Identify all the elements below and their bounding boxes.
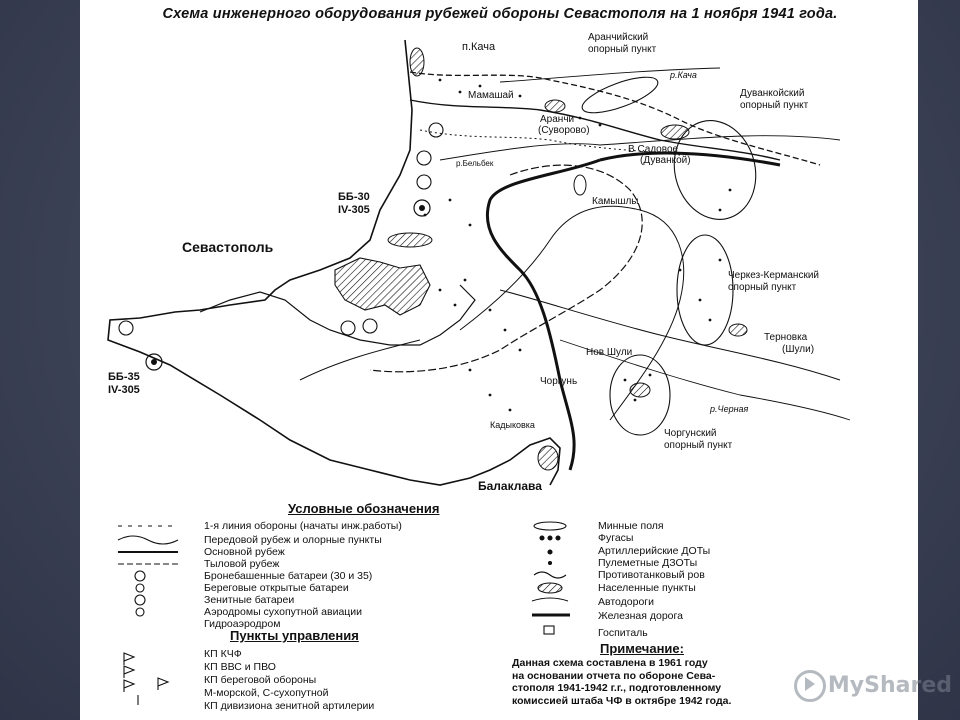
legend-symbols-right xyxy=(531,521,570,635)
legend-item-artillery-pillboxes: Артиллерийские ДОТы xyxy=(598,545,711,557)
legend-item-seaplane-base: Гидроаэродром xyxy=(204,618,281,630)
legend-item-forward-line: Передовой рубеж и олорные пункты xyxy=(204,534,382,546)
road-1 xyxy=(459,205,685,421)
legend-item-hospital: Госпиталь xyxy=(598,627,648,639)
map-title: Схема инженерного оборудования рубежей о… xyxy=(162,6,838,22)
watermark: MyShared xyxy=(793,670,952,702)
forward-line xyxy=(419,129,681,156)
legend-item-coastal-batteries: Береговые открытые батареи xyxy=(204,582,349,594)
first-defense-line xyxy=(409,71,821,166)
legend-item-roads: Автодороги xyxy=(598,596,654,608)
legend-item-armored-batteries: Бронебашенные батареи (30 и 35) xyxy=(204,570,373,582)
label-chorgun: Чоргунь xyxy=(540,376,577,387)
legend-item-railway: Железная дорога xyxy=(598,610,683,622)
river-kacha-line xyxy=(499,67,721,83)
rear-line xyxy=(369,164,643,373)
strongpoint-cherkez xyxy=(676,234,734,346)
control-item-kchf: КП КЧФ xyxy=(204,648,242,660)
strongpoint-duvankoi xyxy=(673,120,757,220)
settlement-kacha xyxy=(409,47,425,77)
settlement-ternovka xyxy=(728,323,748,337)
control-item-aa-division: КП дивизиона зенитной артилерии xyxy=(204,700,375,712)
legend-title: Условные обозначения xyxy=(288,501,440,516)
legend-symbols-left xyxy=(117,525,179,617)
note-text: Данная схема составлена в 1961 году на о… xyxy=(512,657,732,707)
legend-item-minefields: Минные поля xyxy=(598,520,664,532)
road-3 xyxy=(299,339,421,381)
map-sheet: Схема инженерного оборудования рубежей о… xyxy=(80,0,918,720)
main-defense-line xyxy=(409,99,781,161)
control-posts-title: Пункты управления xyxy=(230,628,359,643)
strongpoint-chorgun xyxy=(609,354,671,436)
label-river-chernaya: р.Черная xyxy=(709,404,749,414)
battery-bb30-icon xyxy=(413,199,431,217)
settlement-inkerman xyxy=(387,232,433,248)
legend-item-rear-line: Тыловой рубеж xyxy=(204,558,280,570)
label-mamashai: Мамашай xyxy=(468,90,514,101)
label-kadykovka: Кадыковка xyxy=(490,420,535,430)
strongpoint-aranchi xyxy=(581,76,659,114)
settlement-chorgun xyxy=(629,382,651,398)
control-item-coastal-defense: КП береговой обороны М-морской, С-сухопу… xyxy=(204,674,329,699)
control-item-vvs: КП ВВС и ПВО xyxy=(204,661,276,673)
river-belbek-line xyxy=(439,135,841,161)
airfield-icons xyxy=(118,122,444,336)
label-kacha-village: п.Кача xyxy=(462,41,496,53)
battery-bb35-icon xyxy=(145,353,163,371)
bay-outline xyxy=(199,284,476,346)
legend-item-first-line: 1-я линия обороны (начаты инж.работы) xyxy=(204,520,402,532)
watermark-text: MyShared xyxy=(827,673,952,698)
legend-item-mg-bunkers: Пулеметные ДЗОТы xyxy=(598,557,698,569)
play-icon xyxy=(793,670,826,702)
label-river-belbek: р.Бельбек xyxy=(456,159,494,168)
label-ternovka: Терновка(Шули) xyxy=(764,332,814,355)
legend-item-aa-batteries: Зенитные батареи xyxy=(204,594,295,606)
settlement-balaklava xyxy=(537,445,559,471)
pillbox-dots xyxy=(423,78,732,412)
legend-item-landmines: Фугасы xyxy=(598,532,634,544)
legend-item-antitank-ditch: Противотанковый ров xyxy=(598,569,705,581)
railway xyxy=(485,158,601,471)
settlement-sevastopol xyxy=(334,257,431,316)
settlement-aranchi xyxy=(544,99,566,113)
road-2 xyxy=(499,289,841,381)
legend-item-main-line: Основной рубеж xyxy=(204,546,285,558)
coastline xyxy=(107,39,561,486)
label-balaklava: Балаклава xyxy=(478,479,542,493)
label-kamyshly: Камышлы xyxy=(592,196,639,207)
label-aranchi: Аранчи(Суворово) xyxy=(538,114,590,136)
legend-item-settlements: Населенные пункты xyxy=(598,582,696,594)
label-sevastopol: Севастополь xyxy=(182,239,274,255)
legend-command-symbols xyxy=(123,652,170,705)
settlement-kamyshly xyxy=(573,174,587,196)
river-chernaya-line xyxy=(559,339,851,421)
label-nov-shuli: Нов Шули xyxy=(586,347,632,358)
legend-item-airfields: Аэродромы сухопутной авиации xyxy=(204,606,363,618)
settlement-duvankoi xyxy=(660,124,690,140)
label-sadovoe: В Садовое(Дуванкой) xyxy=(628,144,691,166)
label-river-kacha: р.Кача xyxy=(669,70,697,80)
note-title: Примечание: xyxy=(600,641,684,656)
